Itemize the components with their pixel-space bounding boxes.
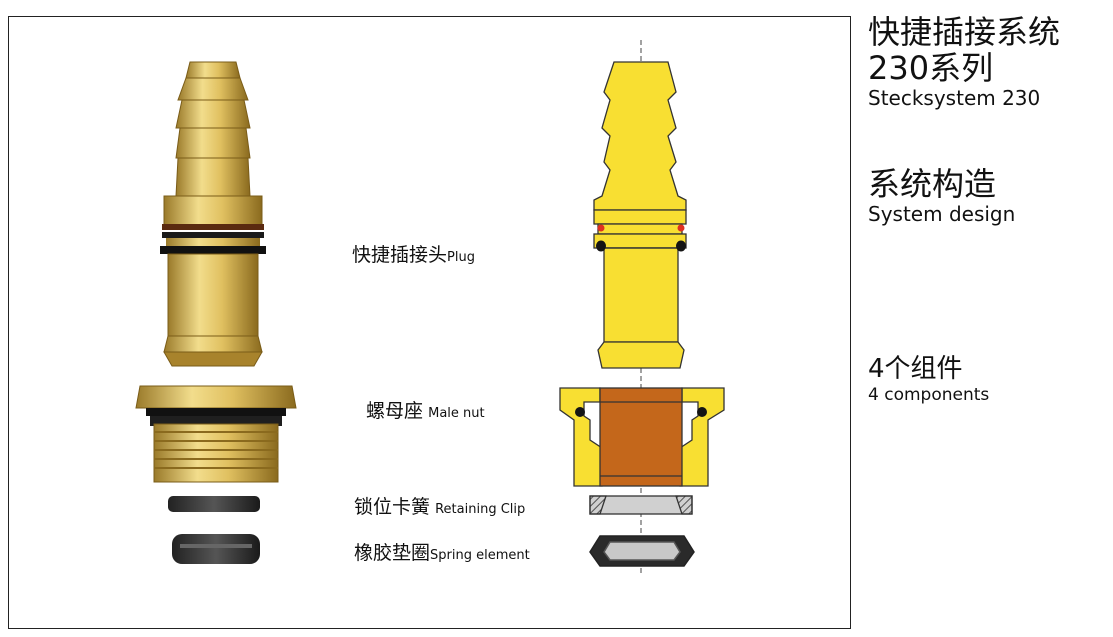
components-block: 4个组件 4 components xyxy=(868,354,989,406)
plug-photo xyxy=(160,61,266,367)
label-plug: 快捷插接头Plug xyxy=(352,240,475,267)
design-block: 系统构造 System design xyxy=(868,166,1015,226)
clip-section xyxy=(589,495,693,515)
heading-series-cn: 230系列 xyxy=(868,49,994,87)
label-retaining-clip-en: Retaining Clip xyxy=(435,502,526,517)
heading-block: 快捷插接系统 230系列 Stecksystem 230 xyxy=(868,14,1060,110)
design-title-en: System design xyxy=(868,202,1016,226)
plug-o-rings xyxy=(596,224,686,252)
diagram-frame xyxy=(8,16,851,629)
label-male-nut-cn: 螺母座 xyxy=(366,400,424,422)
label-plug-en: Plug xyxy=(447,250,475,265)
heading-series-en: Stecksystem 230 xyxy=(868,86,1041,110)
label-spring-element: 橡胶垫圈Spring element xyxy=(354,538,530,565)
design-title-cn: 系统构造 xyxy=(868,165,997,203)
label-male-nut-en: Male nut xyxy=(428,406,485,421)
label-spring-element-cn: 橡胶垫圈 xyxy=(354,542,431,564)
components-title-cn: 4个组件 xyxy=(868,354,963,384)
label-retaining-clip: 锁位卡簧 Retaining Clip xyxy=(354,492,525,519)
nut-section xyxy=(559,387,725,487)
components-title-en: 4 components xyxy=(868,385,990,405)
label-retaining-clip-cn: 锁位卡簧 xyxy=(354,496,431,518)
label-plug-cn: 快捷插接头 xyxy=(352,244,448,266)
spring-section xyxy=(589,535,695,567)
plug-section xyxy=(593,61,687,369)
nut-photo xyxy=(135,385,297,483)
clip-photo xyxy=(168,496,260,512)
spring-photo xyxy=(172,534,260,564)
label-male-nut: 螺母座 Male nut xyxy=(366,396,485,423)
heading-title-cn: 快捷插接系统 xyxy=(868,13,1061,51)
nut-thread xyxy=(153,423,279,483)
label-spring-element-en: Spring element xyxy=(430,548,530,563)
